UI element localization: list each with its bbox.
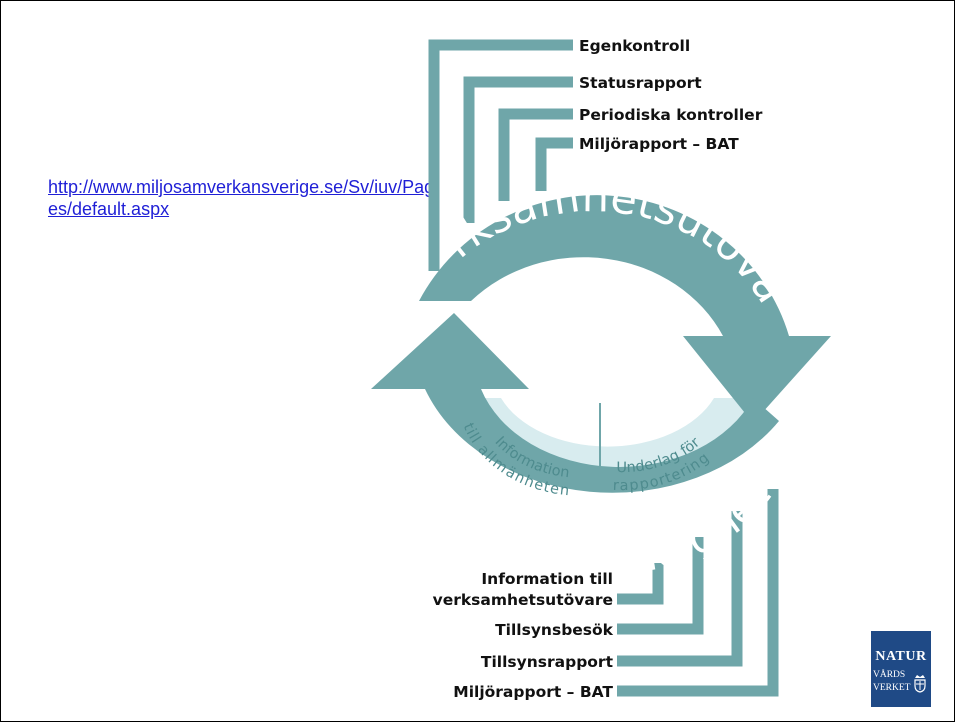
bottom-connector-lines [617, 489, 779, 697]
naturvardsverket-logo: NATUR VÅRDS VERKET [871, 631, 931, 707]
bottom-item-information-line1: Information till [481, 570, 613, 588]
top-item-periodiska-kontroller: Periodiska kontroller [579, 106, 763, 124]
bottom-item-tillsynsrapport: Tillsynsrapport [481, 653, 614, 671]
top-item-statusrapport: Statusrapport [579, 74, 702, 92]
crown-crest-icon [914, 675, 926, 693]
url-link[interactable]: http://www.miljosamverkansverige.se/Sv/i… [48, 177, 435, 219]
bottom-item-tillsynsbesok: Tillsynsbesök [495, 621, 614, 639]
bottom-item-miljorapport-bat: Miljörapport – BAT [453, 683, 613, 701]
top-connector-lines [428, 39, 573, 271]
bottom-item-information-line2: verksamhetsutövare [433, 591, 613, 609]
top-item-miljorapport-bat: Miljörapport – BAT [579, 135, 739, 153]
top-item-egenkontroll: Egenkontroll [579, 37, 690, 55]
bottom-arc-arrow [371, 313, 779, 493]
top-arc-arrow [419, 195, 831, 423]
